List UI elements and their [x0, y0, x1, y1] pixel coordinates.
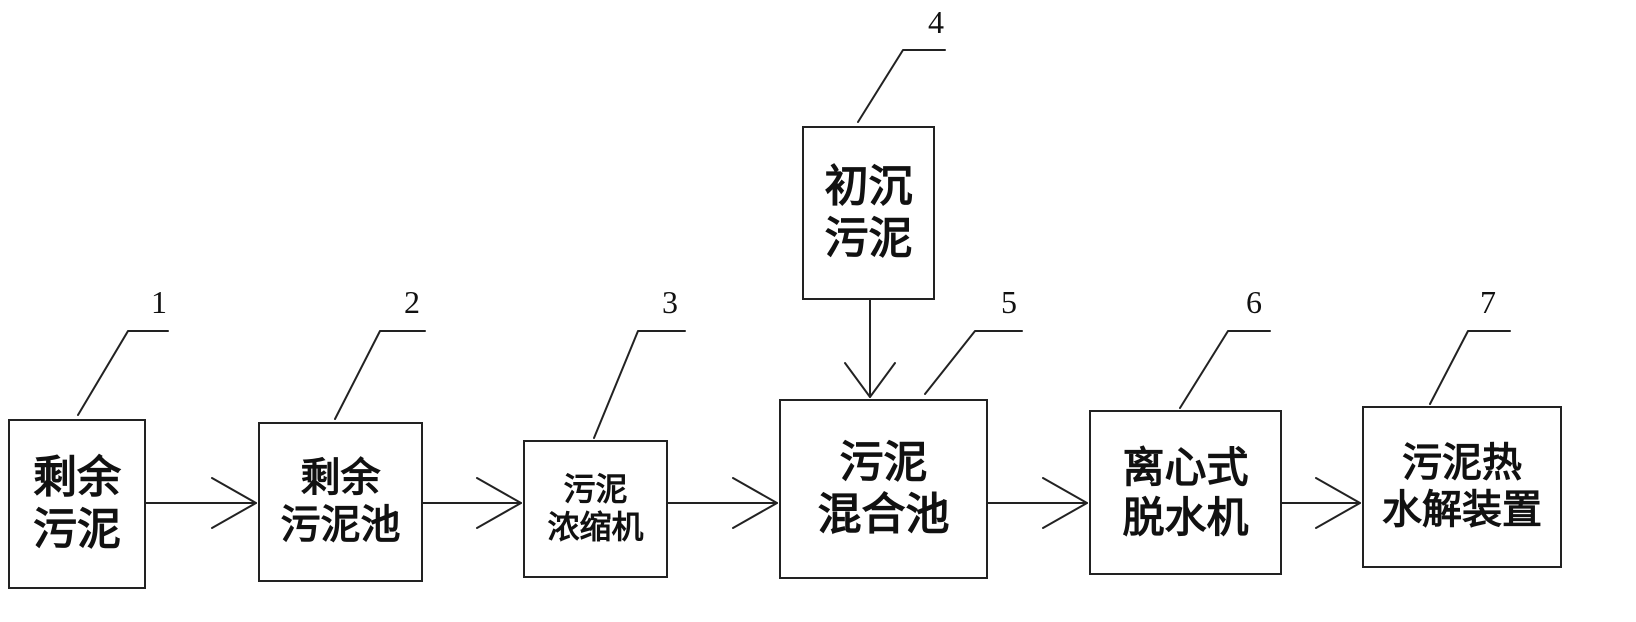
box-line: 脱水机: [1122, 492, 1249, 542]
leader-line-7: [1429, 330, 1511, 405]
box-excess-sludge: 剩余 污泥: [8, 419, 146, 589]
ref-number-7: 7: [1480, 284, 1496, 320]
box-primary-sludge: 初沉 污泥: [802, 126, 935, 300]
box-line: 剩余: [33, 452, 121, 504]
ref-number-5: 5: [1001, 284, 1017, 320]
ref-number-4: 4: [928, 4, 944, 40]
arrow-3-to-5: [667, 477, 778, 529]
box-line: 剩余: [300, 454, 381, 501]
box-excess-sludge-tank: 剩余 污泥池: [258, 422, 423, 582]
box-line: 离心式: [1122, 442, 1249, 492]
arrow-4-to-5: [844, 299, 896, 398]
arrow-5-to-6: [987, 477, 1088, 529]
arrow-6-to-7: [1281, 477, 1361, 529]
leader-line-1: [77, 330, 169, 416]
box-line: 混合池: [817, 489, 950, 540]
box-line: 污泥: [824, 213, 913, 264]
arrow-2-to-3: [422, 477, 522, 529]
ref-number-2: 2: [404, 284, 420, 320]
leader-line-2: [334, 330, 426, 420]
box-line: 浓缩机: [547, 508, 644, 546]
box-line: 水解装置: [1382, 487, 1542, 533]
box-line: 污泥: [33, 504, 121, 555]
box-line: 初沉: [824, 161, 913, 213]
arrow-1-to-2: [145, 477, 257, 529]
ref-number-6: 6: [1246, 284, 1262, 320]
leader-line-5: [924, 330, 1023, 395]
leader-line-3: [593, 330, 686, 439]
box-sludge-mixing-tank: 污泥 混合池: [779, 399, 988, 579]
box-sludge-thermal-hydrolysis-device: 污泥热 水解装置: [1362, 406, 1562, 568]
box-line: 污泥热: [1402, 439, 1522, 486]
box-centrifugal-dewatering-machine: 离心式 脱水机: [1089, 410, 1282, 575]
box-sludge-thickener: 污泥 浓缩机: [523, 440, 668, 578]
box-line: 污泥: [839, 437, 928, 489]
box-line: 污泥: [563, 470, 628, 509]
leader-line-4: [857, 49, 946, 123]
leader-line-6: [1179, 330, 1271, 409]
box-line: 污泥池: [280, 502, 401, 548]
ref-number-3: 3: [662, 284, 678, 320]
ref-number-1: 1: [151, 284, 167, 320]
